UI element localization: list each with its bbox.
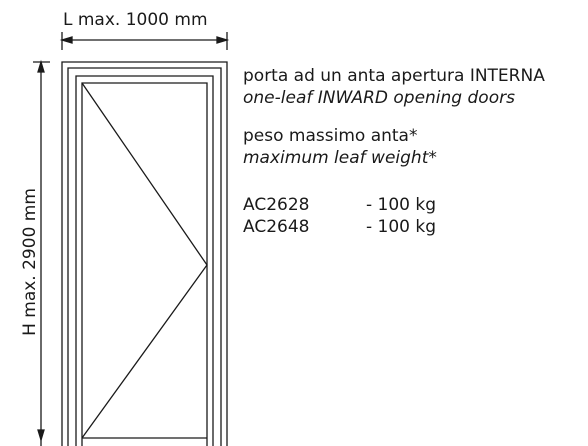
- model-weight: - 100 kg: [366, 217, 437, 237]
- title-english: one-leaf INWARD opening doors: [243, 88, 515, 108]
- width-dimension-label: L max. 1000 mm: [63, 10, 208, 30]
- weight-heading-italian: peso massimo anta*: [243, 126, 418, 146]
- frame-line-3: [75, 75, 214, 446]
- outer-frame: [61, 61, 228, 446]
- width-arrow-left: [59, 36, 73, 44]
- height-dimension-label: H max. 2900 mm: [20, 188, 40, 336]
- width-arrow-right: [216, 36, 230, 44]
- frame-line-2: [67, 67, 222, 446]
- model-code: AC2648: [243, 217, 310, 237]
- height-arrow-top: [37, 59, 45, 73]
- model-code: AC2628: [243, 195, 310, 215]
- opening-direction-lines: [81, 82, 208, 439]
- weight-heading-english: maximum leaf weight*: [243, 148, 437, 168]
- door-leaf: [81, 82, 208, 446]
- title-italian: porta ad un anta apertura INTERNA: [243, 66, 545, 86]
- height-arrow-bottom: [37, 429, 45, 443]
- model-weight: - 100 kg: [366, 195, 437, 215]
